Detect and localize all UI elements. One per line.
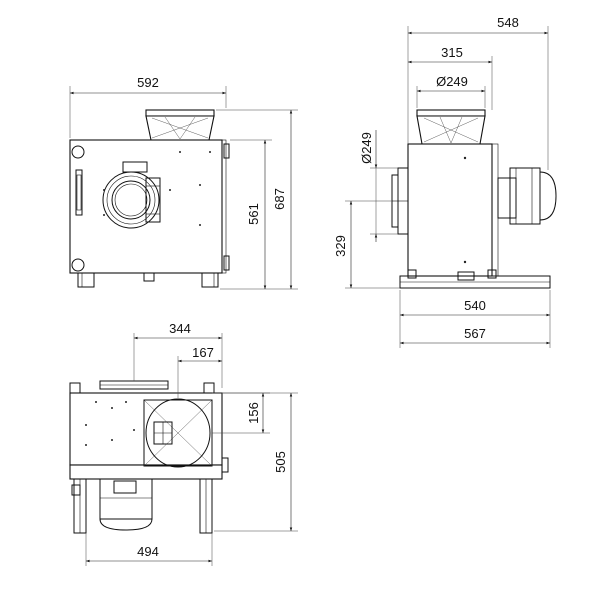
side-depth-dim: 548 xyxy=(497,15,519,30)
front-lifting-eye-top xyxy=(71,145,85,159)
front-screws xyxy=(103,151,211,226)
side-housing xyxy=(407,143,493,277)
front-body-height-dim: 561 xyxy=(246,203,261,225)
side-base-frame xyxy=(399,269,551,289)
front-hinge-bottom xyxy=(223,255,230,271)
side-motor xyxy=(497,167,557,225)
top-legs xyxy=(71,478,213,534)
top-screws xyxy=(85,401,135,446)
front-height-dim: 687 xyxy=(272,188,287,210)
front-hinge-top xyxy=(223,143,230,159)
top-outlet xyxy=(99,380,169,390)
front-inlet xyxy=(102,161,161,229)
side-inlet-diameter-dim: Ø249 xyxy=(359,132,374,164)
top-motor xyxy=(99,478,153,531)
front-view: 592 561 687 xyxy=(69,75,298,290)
top-view: 344 167 156 505 494 xyxy=(69,321,298,566)
front-width-dim: 592 xyxy=(137,75,159,90)
side-inlet-flange xyxy=(391,167,409,235)
side-outlet-diameter-dim: Ø249 xyxy=(436,74,468,89)
front-lifting-eye-bottom xyxy=(71,258,85,272)
side-base-outer-dim: 567 xyxy=(464,326,486,341)
side-outlet-offset-dim: 315 xyxy=(441,45,463,60)
side-view: 548 315 Ø249 Ø249 329 540 567 xyxy=(333,15,557,348)
top-offset-dim: 344 xyxy=(169,321,191,336)
front-outlet-duct xyxy=(145,109,215,141)
front-feet xyxy=(77,272,219,288)
front-handle xyxy=(75,169,83,216)
side-inlet-height-dim: 329 xyxy=(333,235,348,257)
top-depth-dim: 505 xyxy=(273,451,288,473)
side-base-inner-dim: 540 xyxy=(464,298,486,313)
top-inlet-shift-dim: 156 xyxy=(246,402,261,424)
top-width-dim: 494 xyxy=(137,544,159,559)
top-inlet-offset-dim: 167 xyxy=(192,345,214,360)
side-outlet-duct xyxy=(416,109,486,145)
